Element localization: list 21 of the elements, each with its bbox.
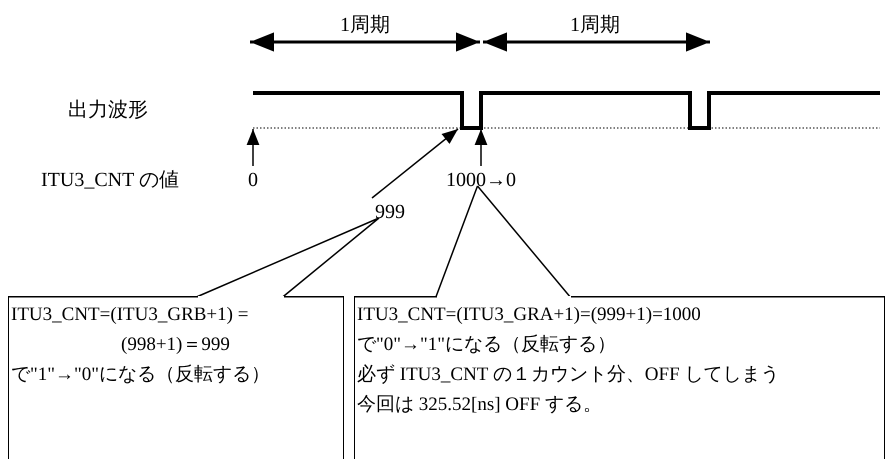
callout-pointer (196, 217, 380, 298)
callout-text: 今回は 325.52[ns] OFF する。 (357, 392, 603, 416)
callout-box (8, 296, 344, 459)
period-label: 1周期 (570, 13, 620, 37)
callout-pointer (435, 185, 571, 298)
count-value: 0 (248, 168, 258, 192)
arrow (372, 128, 458, 199)
row-label: 出力波形 (68, 98, 148, 122)
count-value: 999 (375, 200, 405, 224)
callout-text: ITU3_CNT=(ITU3_GRA+1)=(999+1)=1000 (357, 302, 702, 326)
callout-text: 必ず ITU3_CNT の１カウント分、OFF してしまう (357, 362, 780, 386)
count-value: 1000→0 (446, 168, 516, 192)
row-label: ITU3_CNT の値 (41, 168, 179, 192)
arrow (246, 129, 260, 166)
callout-box (354, 296, 885, 459)
arrow (474, 129, 488, 166)
callout-text: で"0"→"1"になる（反転する） (357, 332, 618, 356)
period-label: 1周期 (340, 13, 390, 37)
waveform-drawing (252, 91, 880, 130)
callout-text: ITU3_CNT=(ITU3_GRB+1) =(998+1)＝999 (11, 302, 250, 356)
callout-text: で"1"→"0"になる（反転する） (11, 362, 272, 386)
